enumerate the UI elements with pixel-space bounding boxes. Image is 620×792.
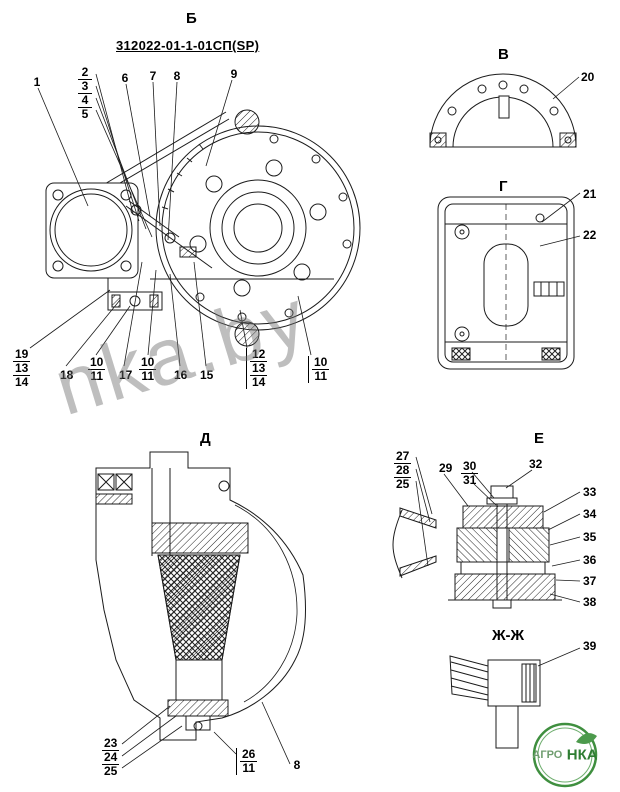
callout-18: 18 bbox=[60, 368, 74, 382]
main-view-leader-lines bbox=[29, 73, 312, 367]
callout-38: 38 bbox=[583, 595, 597, 609]
callout-22: 22 bbox=[583, 228, 597, 242]
callout-32: 32 bbox=[529, 457, 543, 471]
leaf-icon bbox=[576, 733, 597, 744]
callout-36: 36 bbox=[583, 553, 597, 567]
callout-7: 7 bbox=[149, 69, 157, 83]
callout-35: 35 bbox=[583, 530, 597, 544]
callout-9: 9 bbox=[230, 67, 238, 81]
callout-21: 21 bbox=[583, 187, 597, 201]
logo-nka-text: НКА bbox=[566, 746, 598, 764]
agro-nka-logo bbox=[532, 722, 598, 788]
view-v-drawing bbox=[429, 73, 580, 148]
callout-8: 8 bbox=[173, 69, 181, 83]
logo-label: АГРО НКА bbox=[531, 746, 599, 764]
callout-1: 1 bbox=[33, 75, 41, 89]
callout-6: 6 bbox=[121, 71, 129, 85]
logo-agro-text: АГРО bbox=[532, 748, 563, 761]
callout-33: 33 bbox=[583, 485, 597, 499]
view-g-drawing bbox=[437, 192, 581, 370]
view-d-drawing bbox=[95, 451, 307, 769]
callout-29: 29 bbox=[439, 461, 453, 475]
callout-20: 20 bbox=[581, 70, 595, 84]
view-label-g: Г bbox=[499, 178, 508, 195]
view-label-zh: Ж-Ж bbox=[492, 627, 525, 644]
callout-16: 16 bbox=[174, 368, 188, 382]
drawing-number: 312022-01-1-01СП(SP) bbox=[116, 38, 260, 53]
callout-15: 15 bbox=[200, 368, 214, 382]
main-assembly-drawing bbox=[45, 109, 361, 347]
callout-34: 34 bbox=[583, 507, 597, 521]
callout-39: 39 bbox=[583, 639, 597, 653]
view-label-d: Д bbox=[200, 430, 211, 447]
callout-37: 37 bbox=[583, 574, 597, 588]
callout-17: 17 bbox=[119, 368, 133, 382]
view-zh-drawing bbox=[449, 647, 581, 749]
view-label-v: В bbox=[498, 46, 509, 63]
view-label-b: Б bbox=[186, 10, 197, 27]
view-e-drawing bbox=[392, 456, 581, 609]
callout-8-b: 8 bbox=[293, 758, 301, 772]
view-label-e: Е bbox=[534, 430, 545, 447]
